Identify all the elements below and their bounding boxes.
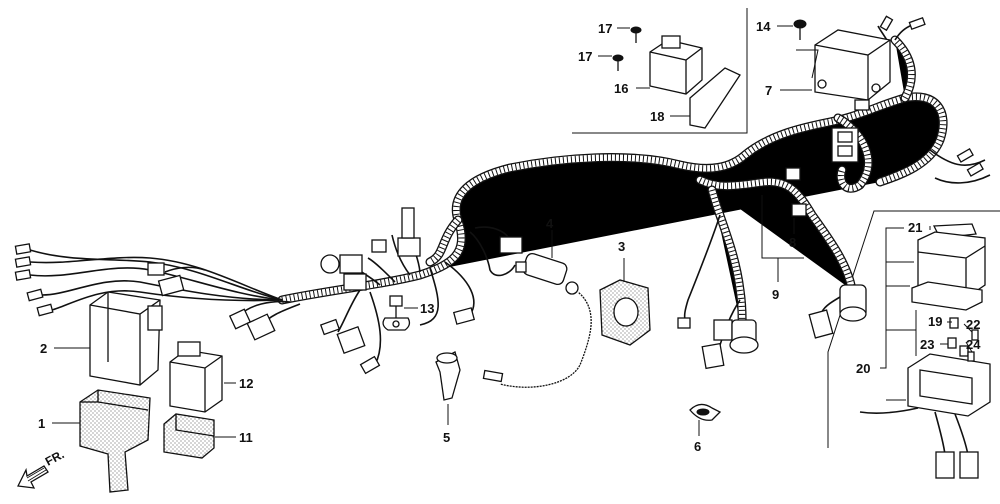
part-11-cover xyxy=(163,413,215,459)
part-6-clip xyxy=(689,403,722,421)
callout-1: 1 xyxy=(38,416,45,431)
callout-21: 21 xyxy=(908,220,922,235)
part-18-plate xyxy=(689,67,741,129)
callout-5: 5 xyxy=(443,430,450,445)
callout-13: 13 xyxy=(420,301,434,316)
part-3-mount xyxy=(599,279,651,346)
fuses-19-24 xyxy=(947,317,979,362)
direction-label: FR. xyxy=(43,447,67,468)
callout-11: 11 xyxy=(239,430,253,445)
callout-8: 8 xyxy=(789,235,796,250)
right-terminals xyxy=(879,15,984,177)
front-direction-arrow-icon: FR. xyxy=(17,447,67,489)
callout-4: 4 xyxy=(546,216,554,231)
center-connectors xyxy=(319,207,523,375)
left-terminals xyxy=(14,243,276,341)
callout-3: 3 xyxy=(618,239,625,254)
callout-7: 7 xyxy=(765,83,772,98)
callout-17a: 17 xyxy=(598,21,612,36)
part-2-unit xyxy=(89,291,163,386)
callout-22: 22 xyxy=(966,317,980,332)
screws-17 xyxy=(612,26,642,71)
callout-20: 20 xyxy=(856,361,870,376)
callout-24: 24 xyxy=(966,337,981,352)
part-5-plug-cap xyxy=(435,290,593,401)
main-harness xyxy=(29,24,991,366)
callouts: 1 2 3 4 5 6 7 8 9 11 12 13 14 16 17 17 1… xyxy=(38,19,981,454)
fuse-box-base xyxy=(859,353,991,479)
part-12-relay xyxy=(169,341,223,413)
callout-17b: 17 xyxy=(578,49,592,64)
callout-23: 23 xyxy=(920,337,934,352)
callout-16: 16 xyxy=(614,81,628,96)
part-1-cover xyxy=(79,389,151,493)
right-connectors xyxy=(677,167,867,370)
part-7-regulator xyxy=(814,29,891,163)
part-4-coil xyxy=(515,252,579,295)
callout-2: 2 xyxy=(40,341,47,356)
bolt-13 xyxy=(382,295,411,331)
callout-6: 6 xyxy=(694,439,701,454)
callout-14: 14 xyxy=(756,19,771,34)
callout-18: 18 xyxy=(650,109,664,124)
callout-9: 9 xyxy=(772,287,779,302)
callout-19: 19 xyxy=(928,314,942,329)
bolt-14 xyxy=(793,19,807,40)
callout-12: 12 xyxy=(239,376,253,391)
part-16-unit xyxy=(649,35,703,95)
leader-lines xyxy=(52,25,973,438)
fuse-box-cover xyxy=(911,231,986,311)
inset-box-top xyxy=(572,8,748,134)
